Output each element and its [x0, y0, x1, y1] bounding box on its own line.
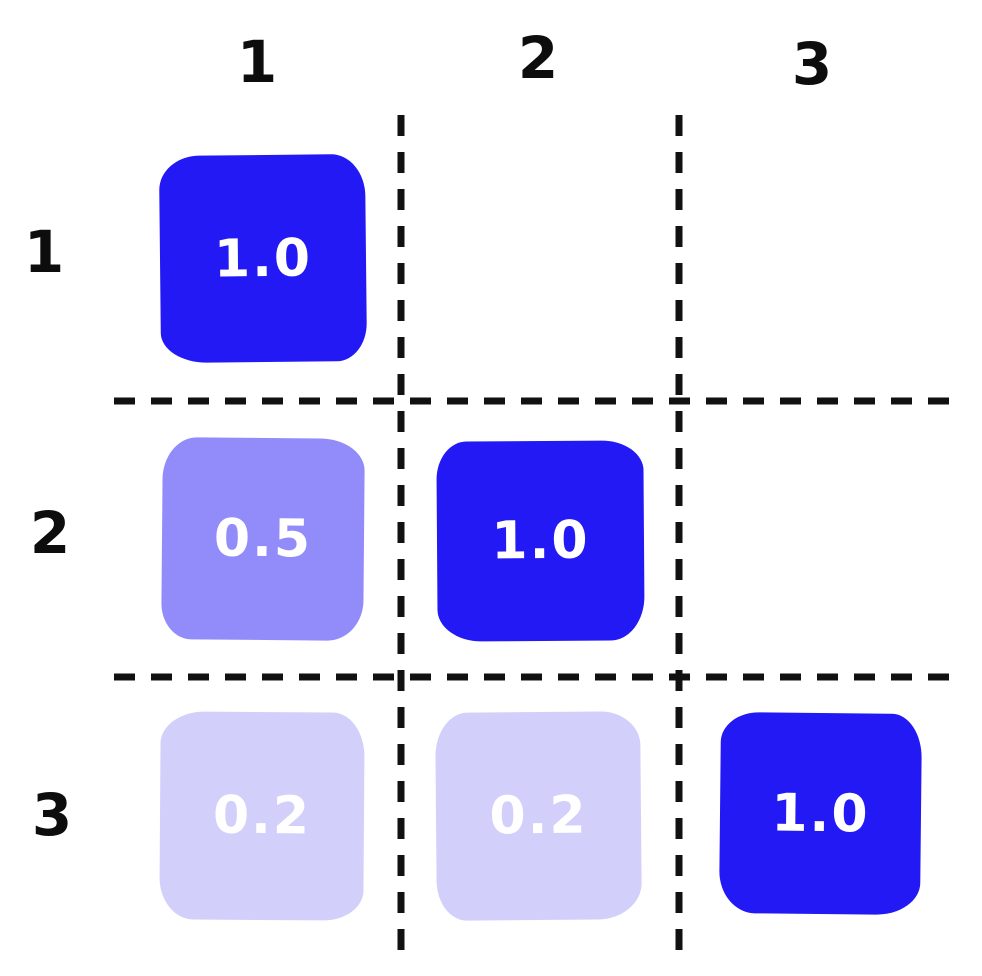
- col-label-3: 3: [791, 30, 833, 98]
- heatmap-cell-r3c2: 0.2: [435, 711, 642, 921]
- row-label-1: 1: [23, 218, 65, 286]
- heatmap-cell-r1c1: 1.0: [158, 153, 368, 364]
- heatmap-cell-r3c1: 0.2: [159, 711, 365, 921]
- col-label-1: 1: [236, 28, 278, 96]
- heatmap-cell-r2c1: 0.5: [161, 437, 365, 641]
- col-label-2: 2: [517, 24, 559, 92]
- row-label-2: 2: [29, 499, 71, 567]
- heatmap-cell-r2c2: 1.0: [436, 440, 645, 642]
- row-label-3: 3: [31, 781, 73, 849]
- heatmap-cell-r3c3: 1.0: [718, 711, 923, 916]
